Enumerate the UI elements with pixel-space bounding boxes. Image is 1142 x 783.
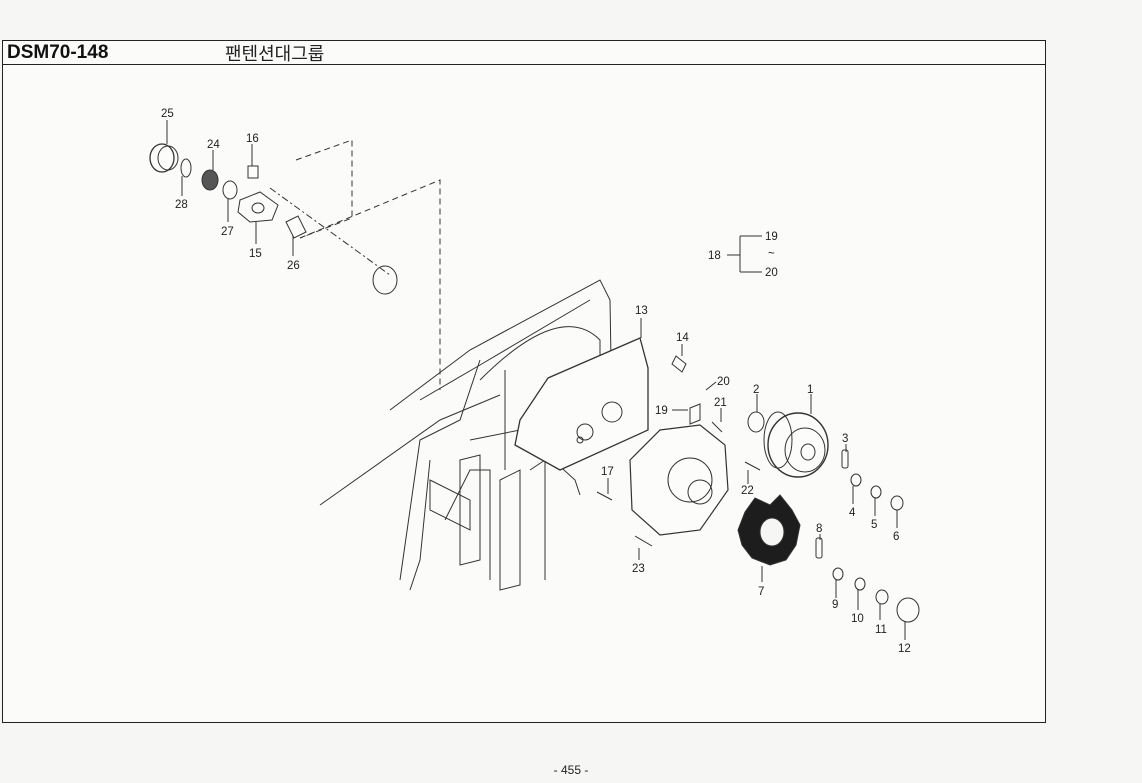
drawing-frame: DSM70-148 팬텐션대그룹 [2,40,1046,723]
callout-23: 23 [632,563,645,575]
callout-27: 27 [221,226,234,238]
callout-10: 10 [851,613,864,625]
callout-24: 24 [207,139,220,151]
callout-6: 6 [893,531,899,543]
callout-13: 13 [635,305,648,317]
callout-28: 28 [175,199,188,211]
callout-7: 7 [758,586,764,598]
callout-20: 20 [717,376,730,388]
callout-16: 16 [246,133,259,145]
callout-18: 18 [708,250,721,262]
callout-26: 26 [287,260,300,272]
callout-4: 4 [849,507,856,519]
callout-20-range-end: 20 [765,267,778,279]
callout-8: 8 [816,523,822,535]
callout-14: 14 [676,332,689,344]
callout-11: 11 [875,624,887,636]
callout-12: 12 [898,643,911,655]
part-group-code: DSM70-148 [7,42,109,63]
callout-19-range-start: 19 [765,231,778,243]
callout-17: 17 [601,466,614,478]
part-group-title: 팬텐션대그룹 [225,44,325,65]
callout-3: 3 [842,433,848,445]
callout-2: 2 [753,384,759,396]
callout-5: 5 [871,519,877,531]
callout-1: 1 [807,384,813,396]
callout-9: 9 [832,599,838,611]
callout-21: 21 [714,397,727,409]
range-tilde: ~ [768,248,775,260]
callout-15: 15 [249,248,262,260]
callout-25: 25 [161,108,174,120]
callout-22: 22 [741,485,754,497]
callout-19: 19 [655,405,668,417]
header-bar: DSM70-148 팬텐션대그룹 [3,41,1045,65]
page-number: - 455 - [553,763,589,777]
